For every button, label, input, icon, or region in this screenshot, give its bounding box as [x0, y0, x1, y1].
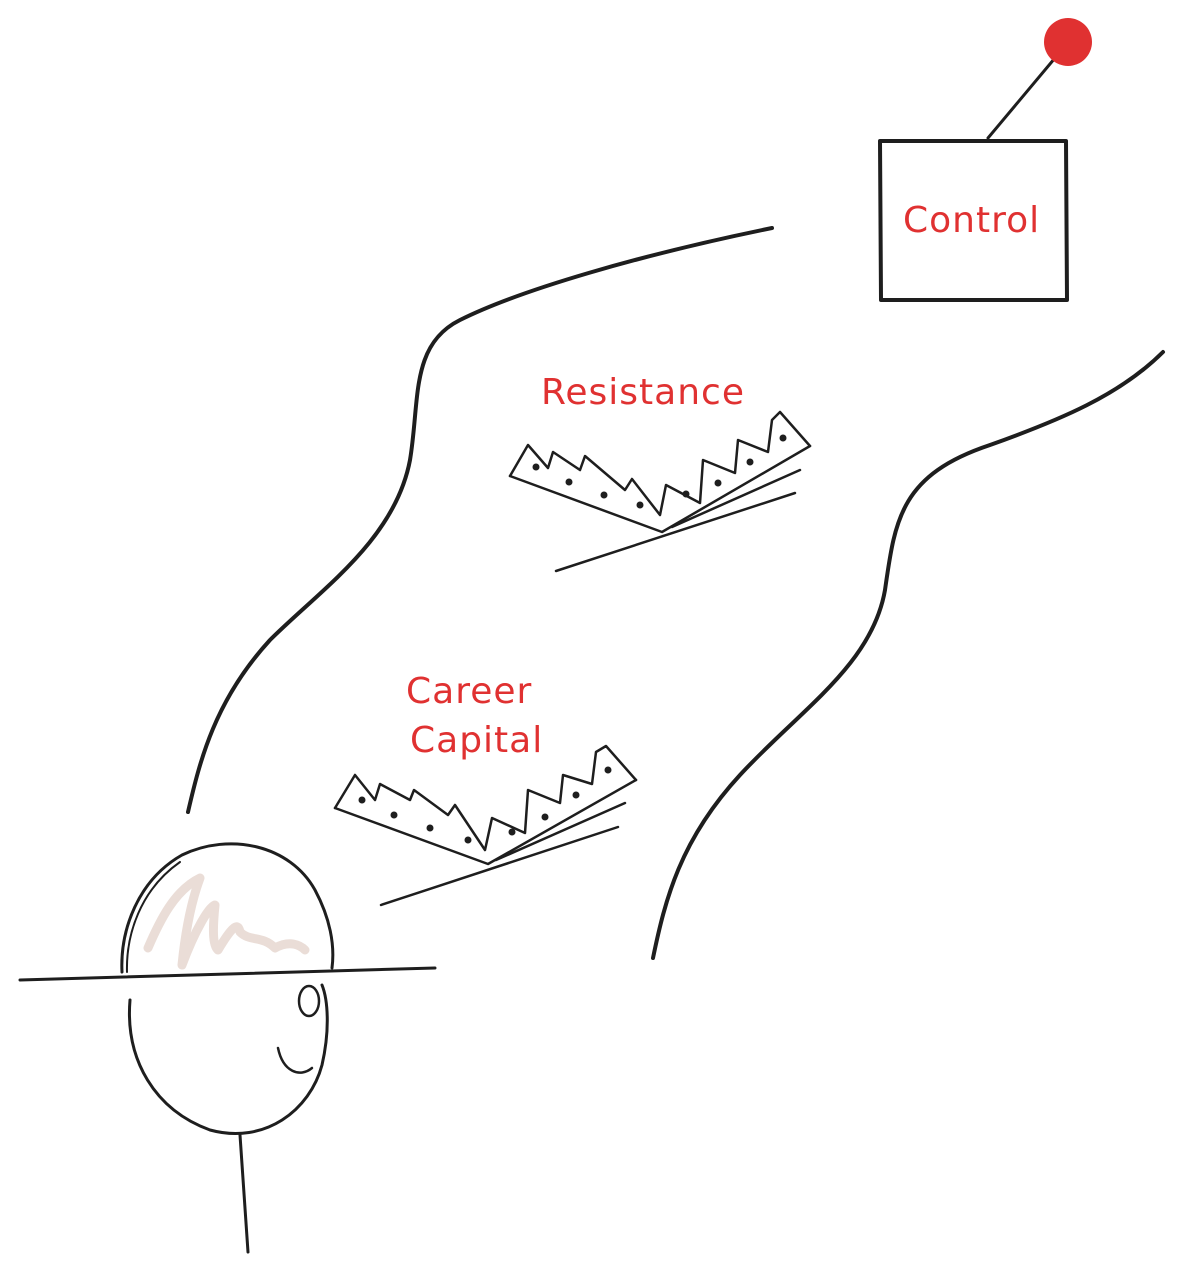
hat-brim [18, 966, 437, 982]
resistance-label: Resistance [541, 372, 745, 413]
joystick-stick [986, 50, 1062, 140]
stick-figure [18, 842, 437, 1254]
career-label-line2: Capital [410, 720, 543, 761]
bear-trap-icon [333, 744, 638, 907]
smile [276, 1046, 314, 1074]
head [127, 983, 329, 1136]
joystick-knob [1044, 18, 1092, 66]
control-joystick: Control [878, 18, 1092, 302]
career-capital-trap: Career Capital [333, 671, 638, 907]
control-label: Control [903, 200, 1040, 241]
resistance-trap: Resistance [508, 372, 812, 573]
hat-scribble [143, 873, 310, 970]
eye [297, 984, 321, 1018]
control-box [878, 139, 1069, 302]
bear-trap-icon [508, 410, 812, 573]
body-line [238, 1133, 250, 1254]
road-right-edge [651, 350, 1165, 960]
hat-crown [120, 842, 335, 974]
road-left-edge [186, 226, 774, 814]
career-label-line1: Career [406, 671, 532, 712]
